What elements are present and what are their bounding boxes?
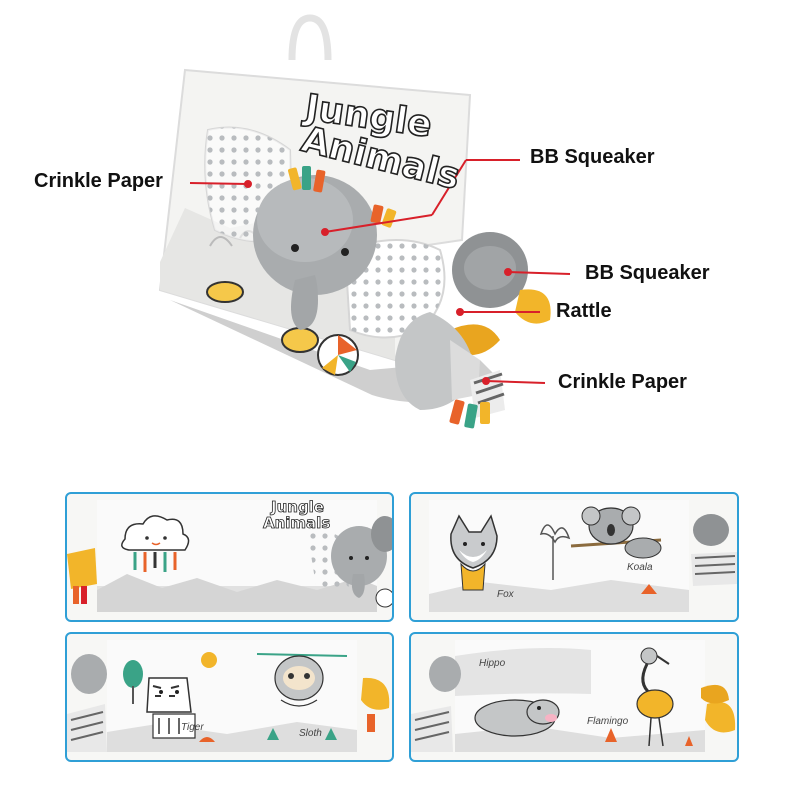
flamingo-label: Flamingo: [587, 716, 629, 727]
panel-tiger-sloth: Tiger Sloth: [65, 632, 394, 762]
callout-bb-squeaker-top: BB Squeaker: [530, 146, 655, 168]
hippo-label: Hippo: [479, 658, 506, 669]
hippo-flamingo-illustration: [411, 640, 736, 752]
beach-ball-illustration: [317, 334, 359, 376]
callout-crinkle-paper-bottom: Crinkle Paper: [558, 371, 687, 393]
cover-panel-title-line1: Jungle: [271, 498, 325, 517]
tiger-label: Tiger: [181, 722, 204, 733]
fox-label: Fox: [497, 589, 514, 600]
panel-hippo-flamingo: Hippo Flamingo: [409, 632, 739, 762]
tiger-sloth-illustration: [67, 640, 390, 752]
cover-panel-title-line2: Animals: [263, 514, 331, 533]
koala-label: Koala: [627, 562, 653, 573]
callout-rattle: Rattle: [556, 300, 612, 322]
cover-spread-illustration: [67, 500, 392, 612]
sloth-label: Sloth: [299, 728, 322, 739]
callout-crinkle-paper-left: Crinkle Paper: [34, 170, 163, 192]
callout-lines: [189, 159, 571, 385]
plush-elephant-head: [253, 166, 397, 330]
hanging-loop: [288, 14, 332, 61]
hero-product-image: [158, 14, 571, 429]
fox-koala-illustration: [429, 500, 737, 612]
panel-fox-koala: Fox Koala: [409, 492, 739, 622]
panel-cover-spread: Jungle Animals: [65, 492, 394, 622]
callout-bb-squeaker-right: BB Squeaker: [585, 262, 710, 284]
